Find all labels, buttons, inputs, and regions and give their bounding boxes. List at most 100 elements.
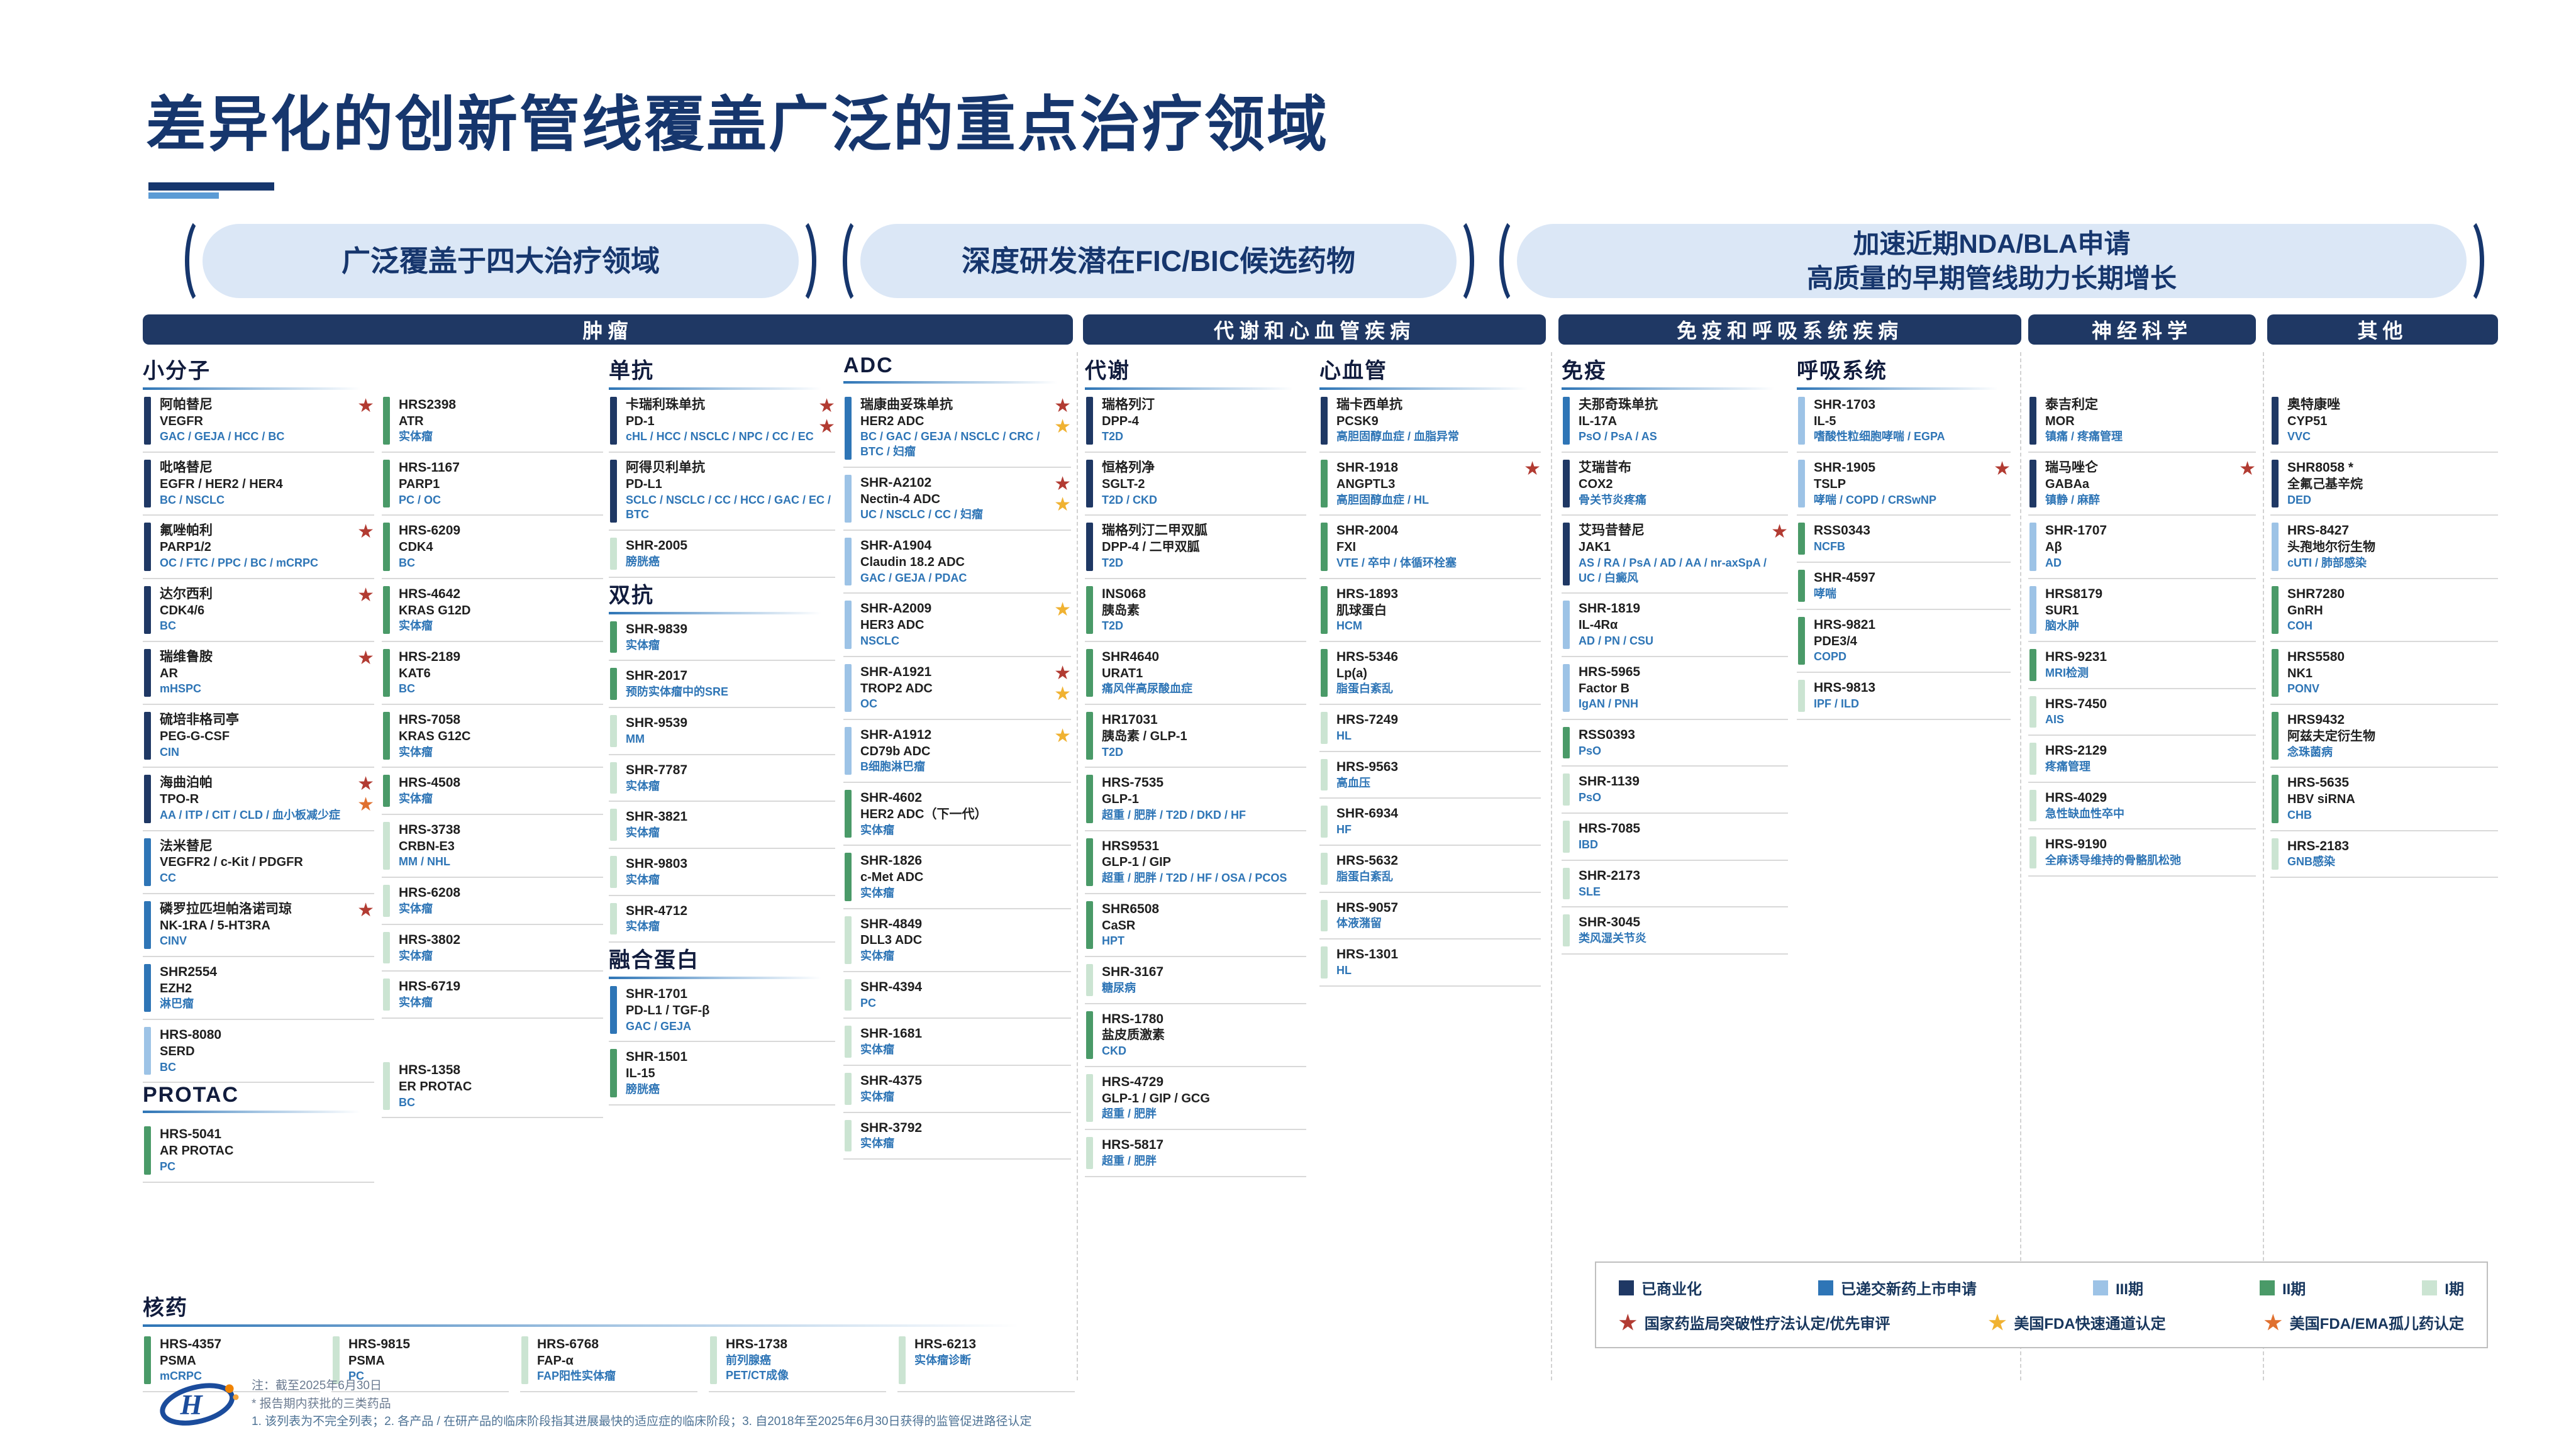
drug-indications: GNB感染 (2287, 855, 2335, 868)
drug-name: HRS-3738 (399, 822, 461, 837)
drug-name: SHR7280 (2287, 586, 2345, 601)
phase-bar-phase2 (383, 523, 390, 571)
designation-stars: ★ (357, 901, 374, 949)
designation-stars: ★★ (357, 775, 374, 823)
drug-name: HRS-8080 (160, 1028, 222, 1043)
designation-stars: ★ (1994, 460, 2011, 507)
phase-bar-phase3 (144, 1027, 151, 1075)
drug-name: 瑞马唑仑 (2045, 460, 2098, 475)
breakthrough-star-icon: ★ (1054, 473, 1071, 494)
drug-indications: T2D (1102, 430, 1124, 443)
phase-bar-phase1 (610, 715, 617, 747)
drug-indications: IgAN / PNH (1579, 697, 1639, 711)
drug-name: HRS-6209 (399, 523, 461, 538)
phase-bar-phase1 (2029, 836, 2036, 868)
phase-bar-phase2 (1321, 523, 1328, 571)
phase-bar-phase3 (1798, 460, 1805, 508)
phase-bar-phase2 (610, 621, 617, 653)
drug-indications: 痛风伴高尿酸血症 (1102, 682, 1192, 696)
subheader-cardiovascular: 心血管 (1319, 353, 1541, 390)
phase-bar-nda (1563, 397, 1570, 445)
drug-indications: 实体瘤 (399, 902, 433, 916)
phase-bar-commercial (1563, 460, 1570, 508)
drug-target: PDE3/4 (1814, 634, 1857, 648)
drug-name: SHR2554 (160, 964, 218, 979)
phase-bar-phase2 (1086, 775, 1093, 823)
drug-name: HRS9432 (2287, 712, 2345, 728)
subheader-rule-immunology (1562, 387, 1775, 390)
group-header-1: 代谢和心血管疾病 (1083, 314, 1546, 345)
drug-indications: HF (1336, 823, 1352, 836)
section-divider-neuro-other (2263, 352, 2264, 1380)
drug-indications: 实体瘤 (399, 619, 433, 633)
drug-name: HRS-5632 (1336, 853, 1399, 868)
phase-bar-phase2 (1798, 570, 1805, 602)
drug-name: HRS-2189 (399, 649, 461, 664)
drug-target: HER2 ADC (860, 414, 924, 428)
drug-name: HRS-2183 (2287, 838, 2350, 853)
drug-name: SHR-3045 (1579, 915, 1641, 930)
legend-swatch-phase2 (2259, 1280, 2275, 1295)
subheader-rule-bispecific (609, 611, 822, 614)
drug-name: HRS-9563 (1336, 759, 1399, 774)
drug-indications: 膀胱癌 (626, 555, 660, 568)
phase-bar-phase1 (383, 885, 390, 917)
drug-indications: 实体瘤 (860, 823, 894, 836)
drug-target: JAK1 (1579, 540, 1611, 555)
drug-name: HRS-7249 (1336, 712, 1399, 728)
drug-name: 达尔西利 (160, 586, 213, 601)
phase-bar-phase1 (1321, 712, 1328, 744)
phase-bar-phase2 (610, 1049, 617, 1097)
drug-indications: cHL / HCC / NSCLC / NPC / CC / EC (626, 430, 814, 443)
drug-target: CaSR (1102, 918, 1136, 933)
drug-name: HRS-9057 (1336, 900, 1399, 915)
phase-bar-phase1 (1321, 806, 1328, 838)
breakthrough-star-icon: ★ (1994, 458, 2011, 480)
drug-name: HRS-1893 (1336, 586, 1399, 601)
drug-target: Factor B (1579, 681, 1630, 696)
legend-phase-label-nda: 已递交新药上市申请 (1840, 1281, 1977, 1298)
drug-target: DLL3 ADC (860, 933, 923, 948)
legend-star-label-orphan: 美国FDA/EMA孤儿药认定 (2289, 1316, 2464, 1333)
drug-name: HRS-6213 (914, 1337, 977, 1351)
bubble-nda-line2: 高质量的早期管线助力长期增长 (1806, 263, 2177, 293)
drug-target: IL-5 (1814, 414, 1836, 428)
breakthrough-star-icon: ★ (1524, 458, 1541, 480)
drug-name: SHR-A2009 (860, 601, 932, 616)
phase-bar-phase2 (1798, 616, 1805, 665)
drug-target: HER2 ADC（下一代） (860, 807, 987, 821)
drug-name: HRS-5346 (1336, 649, 1399, 664)
drug-name: SHR-3792 (860, 1120, 923, 1135)
drug-name: SHR-A1921 (860, 664, 932, 679)
drug-indications: 类风湿关节炎 (1579, 932, 1646, 945)
